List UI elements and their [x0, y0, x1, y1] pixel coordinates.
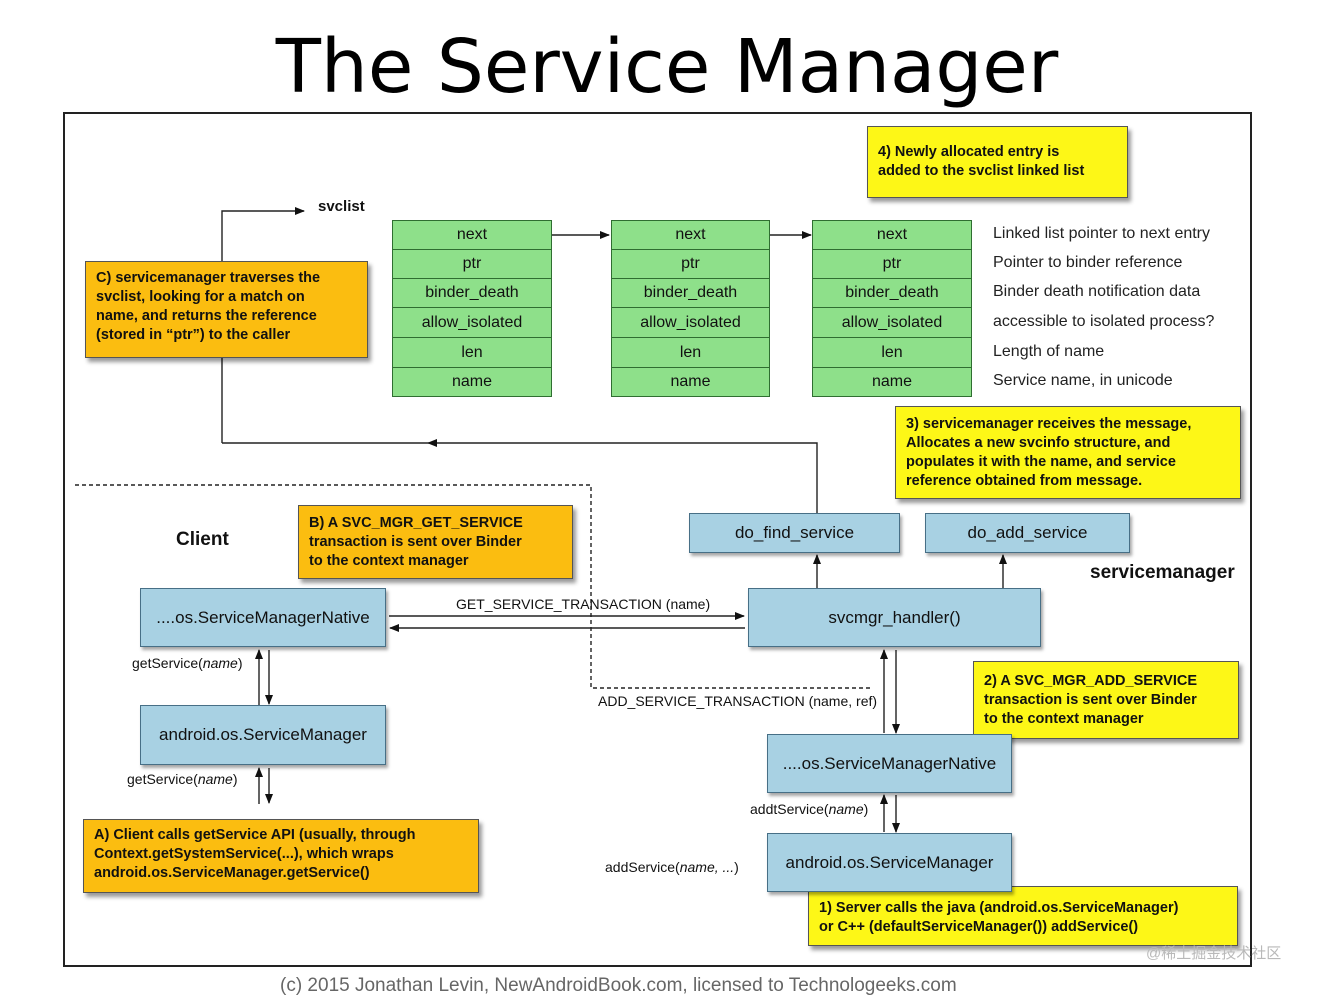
- getservice-label-2: getService(name): [127, 771, 238, 787]
- entry2-field-ptr: ptr: [611, 249, 770, 279]
- get-service-transaction-label: GET_SERVICE_TRANSACTION (name): [456, 596, 711, 612]
- desc-len: Length of name: [993, 343, 1105, 360]
- desc-name: Service name, in unicode: [993, 372, 1173, 389]
- entry2-field-len: len: [611, 337, 770, 368]
- entry2-field-name: name: [611, 367, 770, 397]
- entry3-field-len: len: [812, 337, 972, 368]
- note-step-b: B) A SVC_MGR_GET_SERVICE transaction is …: [298, 505, 573, 579]
- do-find-service-box: do_find_service: [689, 513, 900, 553]
- note-step-c: C) servicemanager traverses the svclist,…: [85, 261, 368, 358]
- entry3-field-binder-death: binder_death: [812, 278, 972, 308]
- note-step-2: 2) A SVC_MGR_ADD_SERVICE transaction is …: [973, 661, 1239, 739]
- entry1-field-binder-death: binder_death: [392, 278, 552, 308]
- entry3-field-next: next: [812, 220, 972, 250]
- entry3-field-allow-isolated: allow_isolated: [812, 307, 972, 338]
- entry1-field-name: name: [392, 367, 552, 397]
- client-section-label: Client: [176, 529, 229, 550]
- svclist-label: svclist: [318, 198, 365, 215]
- entry3-field-ptr: ptr: [812, 249, 972, 279]
- desc-ptr: Pointer to binder reference: [993, 254, 1183, 271]
- diagram-frame: [63, 112, 1252, 967]
- desc-binder-death: Binder death notification data: [993, 283, 1201, 300]
- entry2-field-binder-death: binder_death: [611, 278, 770, 308]
- add-service-transaction-label: ADD_SERVICE_TRANSACTION (name, ref): [598, 693, 878, 709]
- client-servicemanager-box: android.os.ServiceManager: [140, 705, 386, 765]
- svcmgr-handler-box: svcmgr_handler(): [748, 588, 1041, 647]
- page-title: The Service Manager: [275, 24, 1059, 110]
- note-step-4: 4) Newly allocated entry is added to the…: [867, 126, 1128, 198]
- server-servicemanagernative-box: ....os.ServiceManagerNative: [767, 734, 1012, 793]
- addtservice-label: addtService(name): [750, 801, 869, 817]
- note-step-a: A) Client calls getService API (usually,…: [83, 819, 479, 893]
- footer-credit: (c) 2015 Jonathan Levin, NewAndroidBook.…: [280, 975, 957, 996]
- entry1-field-len: len: [392, 337, 552, 368]
- entry1-field-next: next: [392, 220, 552, 250]
- server-servicemanager-box: android.os.ServiceManager: [767, 833, 1012, 892]
- find-return-arrow: [427, 439, 818, 513]
- entry1-field-allow-isolated: allow_isolated: [392, 307, 552, 338]
- addservice-label: addService(name, ...): [605, 859, 739, 875]
- dashed-separator: [75, 484, 870, 689]
- getservice-label-1: getService(name): [132, 655, 243, 671]
- client-servicemanagernative-box: ....os.ServiceManagerNative: [140, 588, 386, 647]
- entry1-field-ptr: ptr: [392, 249, 552, 279]
- desc-next: Linked list pointer to next entry: [993, 225, 1211, 242]
- servicemanager-section-label: servicemanager: [1090, 562, 1235, 583]
- watermark: @稀土掘金技术社区: [1146, 945, 1282, 962]
- note-step-3: 3) servicemanager receives the message, …: [895, 406, 1241, 499]
- note-step-1: 1) Server calls the java (android.os.Ser…: [808, 886, 1238, 946]
- entry2-field-next: next: [611, 220, 770, 250]
- entry2-field-allow-isolated: allow_isolated: [611, 307, 770, 338]
- svclist-head-arrow: [221, 207, 305, 443]
- do-add-service-box: do_add_service: [925, 513, 1130, 553]
- desc-allow-isolated: accessible to isolated process?: [993, 313, 1215, 330]
- entry3-field-name: name: [812, 367, 972, 397]
